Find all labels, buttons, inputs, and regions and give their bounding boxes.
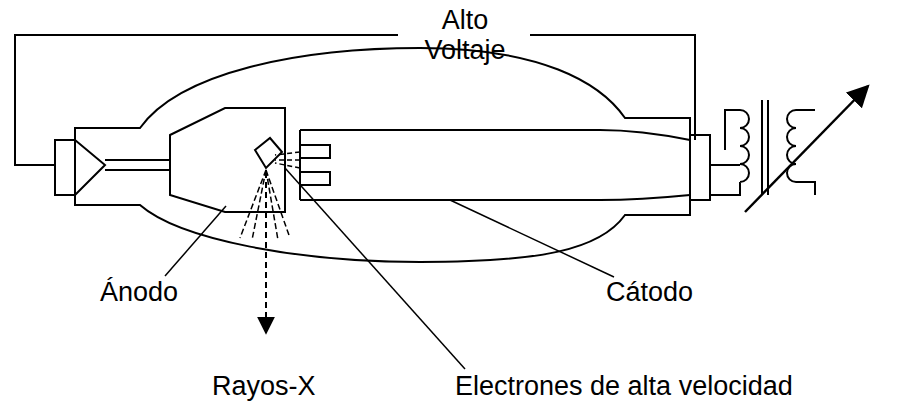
transformer-core bbox=[762, 100, 768, 195]
hv-wire bbox=[530, 35, 695, 140]
anode-rod bbox=[105, 160, 170, 170]
secondary-coil bbox=[710, 110, 749, 195]
electron-label: Electrones de alta velocidad bbox=[455, 372, 793, 402]
anode-label: Ánodo bbox=[100, 278, 178, 308]
transformer-wire bbox=[710, 164, 740, 166]
leader-line bbox=[285, 168, 465, 369]
primary-coil bbox=[787, 110, 815, 195]
anode-target bbox=[255, 138, 282, 168]
cathode-filament bbox=[300, 145, 330, 185]
anode-support bbox=[75, 140, 105, 195]
electron-beam bbox=[275, 152, 300, 168]
cathode-cap bbox=[690, 135, 710, 200]
leader-line bbox=[165, 206, 226, 276]
glass-envelope bbox=[75, 48, 690, 262]
x-ray-label: Rayos-X bbox=[212, 372, 316, 402]
x-ray-arrow bbox=[265, 172, 267, 333]
cathode-label: Cátodo bbox=[606, 278, 693, 308]
cathode-stem bbox=[300, 130, 690, 200]
anode bbox=[170, 108, 285, 212]
variable-arrow bbox=[745, 86, 868, 212]
anode-cap bbox=[55, 140, 75, 195]
leader-line bbox=[450, 200, 614, 277]
voltage-label: Alto Voltaje bbox=[410, 6, 520, 65]
cathode bbox=[299, 130, 301, 200]
